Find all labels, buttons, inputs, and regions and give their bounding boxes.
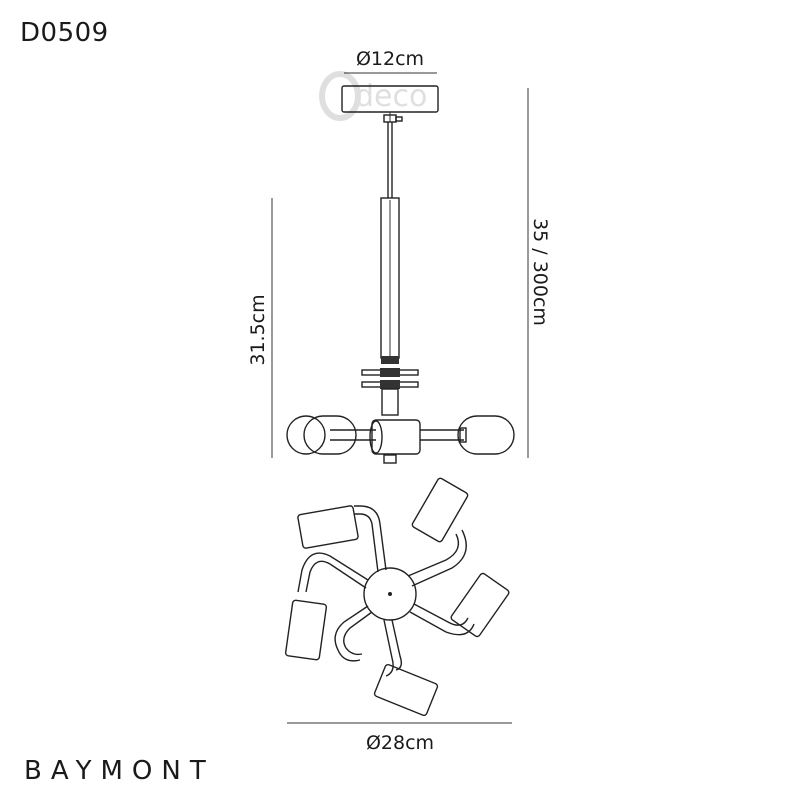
overall-height-label: 35 / 300cm <box>529 218 551 326</box>
fixture-plan-view <box>284 477 510 717</box>
fixture-diameter-label: Ø28cm <box>366 732 434 754</box>
decorative-discs <box>361 368 419 416</box>
product-code: D0509 <box>20 18 109 48</box>
brand-name: BAYMONT <box>24 756 215 786</box>
fixture-height-dimension: 31.5cm <box>247 198 273 458</box>
left-lamp-shade <box>286 415 357 455</box>
fixture-side-view <box>286 415 515 464</box>
right-lamp-shade <box>457 415 515 455</box>
deco-watermark: deco <box>319 71 427 121</box>
ceiling-canopy <box>341 85 439 123</box>
fixture-diameter-dimension: Ø28cm <box>287 722 512 754</box>
canopy-diameter-label: Ø12cm <box>356 48 424 70</box>
suspension-rod <box>380 122 400 364</box>
overall-height-dimension: 35 / 300cm <box>527 88 551 458</box>
canopy-diameter-dimension: Ø12cm <box>344 48 437 74</box>
watermark-text: deco <box>355 79 427 114</box>
fixture-height-label: 31.5cm <box>247 294 269 365</box>
